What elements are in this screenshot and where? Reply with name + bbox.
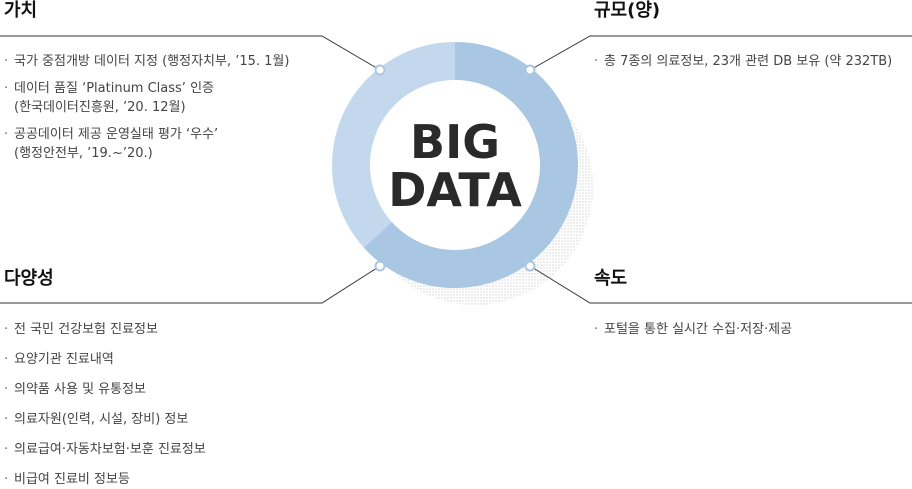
heading-value: 가치: [4, 0, 38, 21]
list-item: 데이터 품질 ‘Platinum Class’ 인증 (한국데이터진흥원, ’20…: [4, 79, 289, 117]
dot-volume: [524, 64, 536, 76]
item-text: 의약품 사용 및 유통정보: [14, 382, 146, 397]
heading-velocity: 속도: [594, 268, 628, 289]
ring-center: [370, 80, 540, 250]
item-text: 의료자원(인력, 시설, 장비) 정보: [14, 412, 189, 427]
list-item: 총 7종의 의료정보, 23개 관련 DB 보유 (약 232TB): [594, 52, 892, 71]
item-text: 공공데이터 제공 운영실태 평가 ‘우수’: [14, 127, 219, 142]
dot-value: [374, 64, 386, 76]
item-text: 비급여 진료비 정보등: [14, 472, 130, 487]
item-text: 요양기관 진료내역: [14, 352, 114, 367]
item-text: 국가 중점개방 데이터 지정 (행정자치부, ’15. 1월): [14, 54, 290, 69]
list-item: 의약품 사용 및 유통정보: [4, 380, 206, 399]
connector-volume: [529, 35, 912, 71]
big-data-line1: BIG: [410, 115, 500, 169]
heading-volume: 규모(양): [594, 0, 661, 21]
item-subtext: (행정안전부, ’19.~’20.): [14, 146, 153, 161]
dot-velocity: [524, 260, 536, 272]
list-item: 비급여 진료비 정보등: [4, 470, 206, 489]
item-text: 데이터 품질 ‘Platinum Class’ 인증: [14, 81, 214, 96]
list-item: 의료급여·자동차보험·보훈 진료정보: [4, 440, 206, 459]
connector-variety: [0, 265, 381, 304]
item-subtext: (한국데이터진흥원, ’20. 12월): [14, 100, 186, 115]
item-text: 총 7종의 의료정보, 23개 관련 DB 보유 (약 232TB): [604, 54, 893, 69]
list-item: 포털을 통한 실시간 수집·저장·제공: [594, 320, 792, 339]
list-item: 요양기관 진료내역: [4, 350, 206, 369]
connector-velocity: [529, 265, 912, 304]
list-item: 공공데이터 제공 운영실태 평가 ‘우수’ (행정안전부, ’19.~’20.): [4, 125, 289, 163]
connector-value: [0, 35, 381, 71]
list-volume: 총 7종의 의료정보, 23개 관련 DB 보유 (약 232TB): [594, 52, 892, 71]
item-text: 전 국민 건강보험 진료정보: [14, 322, 158, 337]
big-data-line2: DATA: [388, 163, 522, 217]
list-item: 전 국민 건강보험 진료정보: [4, 320, 206, 339]
dot-variety: [374, 260, 386, 272]
item-text: 의료급여·자동차보험·보훈 진료정보: [14, 442, 206, 457]
list-variety: 전 국민 건강보험 진료정보 요양기관 진료내역 의약품 사용 및 유통정보 의…: [4, 320, 206, 489]
list-value: 국가 중점개방 데이터 지정 (행정자치부, ’15. 1월) 데이터 품질 ‘…: [4, 52, 289, 163]
item-text: 포털을 통한 실시간 수집·저장·제공: [604, 322, 793, 337]
big-data-title: BIG DATA: [330, 118, 580, 214]
list-item: 의료자원(인력, 시설, 장비) 정보: [4, 410, 206, 429]
list-velocity: 포털을 통한 실시간 수집·저장·제공: [594, 320, 792, 339]
heading-variety: 다양성: [4, 268, 54, 289]
list-item: 국가 중점개방 데이터 지정 (행정자치부, ’15. 1월): [4, 52, 289, 71]
ring-dark-arc: [363, 42, 578, 288]
